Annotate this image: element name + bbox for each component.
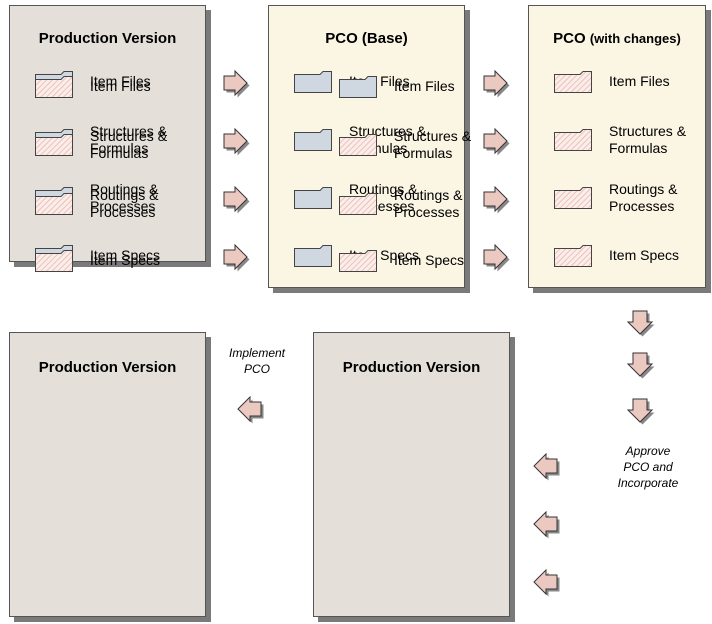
panel-title-suffix: (with changes) — [589, 31, 681, 46]
folder-item-routings-processes: Routings & Processes — [10, 185, 205, 225]
folder-item-item-specs: Item Specs — [529, 237, 705, 277]
folder-item-item-files: Item Files — [314, 68, 509, 108]
changed-folder-icon — [34, 75, 74, 104]
panel-title-text: Production Version — [342, 359, 481, 376]
folder-label: Item Specs — [609, 247, 680, 263]
arrow-left-icon — [533, 511, 560, 539]
folder-item-routings-processes: Routings & Processes — [529, 179, 705, 219]
arrow-right-icon — [223, 70, 250, 98]
folder-item-structures-formulas: Structures & Formulas — [10, 126, 205, 166]
changed-folder-icon — [553, 186, 593, 215]
approve-pco-caption: Approve PCO and Incorporate — [617, 444, 679, 490]
changed-folder-icon — [553, 128, 593, 157]
folder-label: Routings & Processes — [609, 181, 678, 214]
changed-folder-icon — [338, 133, 378, 162]
folder-item-structures-formulas: Structures & Formulas — [529, 121, 705, 161]
folder-item-item-specs: Item Specs — [10, 242, 205, 282]
arrow-left-icon — [533, 453, 560, 481]
arrow-right-icon — [483, 244, 510, 272]
panel-title-text: Production Version — [38, 30, 177, 47]
arrow-down-icon — [627, 398, 655, 425]
folder-icon — [293, 244, 333, 273]
arrow-left-icon — [237, 396, 264, 424]
arrow-down-icon — [627, 352, 655, 379]
arrow-right-icon — [223, 128, 250, 156]
panel-title: PCO (Base) — [269, 30, 464, 47]
folder-label: Structures & Formulas — [609, 123, 687, 156]
folder-label: Item Files — [90, 78, 151, 94]
arrow-right-icon — [483, 186, 510, 214]
folder-label: Routings & Processes — [90, 181, 159, 214]
changed-folder-icon — [338, 192, 378, 221]
folder-label: Item Files — [609, 73, 670, 89]
changed-folder-icon — [338, 249, 378, 278]
folder-label: Item Specs — [90, 252, 161, 268]
folder-icon — [293, 186, 333, 215]
folder-item-routings-processes: Routings & Processes — [10, 179, 205, 219]
folder-label: Item Files — [90, 73, 151, 89]
folder-item-structures-formulas: Structures & Formulas — [314, 126, 509, 166]
folder-icon — [293, 70, 333, 99]
arrow-right-icon — [483, 128, 510, 156]
folder-icon — [338, 75, 378, 104]
folder-label: Structures & Formulas — [90, 128, 168, 161]
arrow-right-icon — [223, 186, 250, 214]
folder-item-item-files: Item Files — [10, 68, 205, 108]
folder-item-item-specs: Item Specs — [314, 242, 509, 282]
changed-folder-icon — [553, 244, 593, 273]
folder-label: Item Files — [394, 78, 455, 94]
changed-folder-icon — [34, 192, 74, 221]
folder-label: Structures & Formulas — [394, 128, 472, 161]
folder-label: Item Specs — [90, 247, 161, 263]
panel-title: PCO (with changes) — [529, 30, 705, 47]
panel-title: Production Version — [314, 359, 509, 376]
arrow-right-icon — [483, 70, 510, 98]
folder-item-item-files: Item Files — [529, 63, 705, 103]
changed-folder-icon — [34, 133, 74, 162]
panel-title-text: PCO — [553, 30, 586, 47]
folder-label: Routings & Processes — [394, 187, 463, 220]
changed-folder-icon — [34, 249, 74, 278]
changed-folder-icon — [553, 70, 593, 99]
panel-title-text: Production Version — [38, 359, 177, 376]
folder-label: Item Specs — [394, 252, 465, 268]
arrow-right-icon — [223, 244, 250, 272]
folder-label: Routings & Processes — [90, 187, 159, 220]
folder-label: Structures & Formulas — [90, 123, 168, 156]
implement-pco-caption: Implement PCO — [228, 346, 286, 376]
panel-title: Production Version — [10, 30, 205, 47]
panel-title: Production Version — [10, 359, 205, 376]
panel-title-text: PCO (Base) — [325, 30, 408, 47]
arrow-left-icon — [533, 569, 560, 597]
arrow-down-icon — [627, 310, 655, 337]
folder-icon — [293, 128, 333, 157]
folder-item-routings-processes: Routings & Processes — [314, 185, 509, 225]
